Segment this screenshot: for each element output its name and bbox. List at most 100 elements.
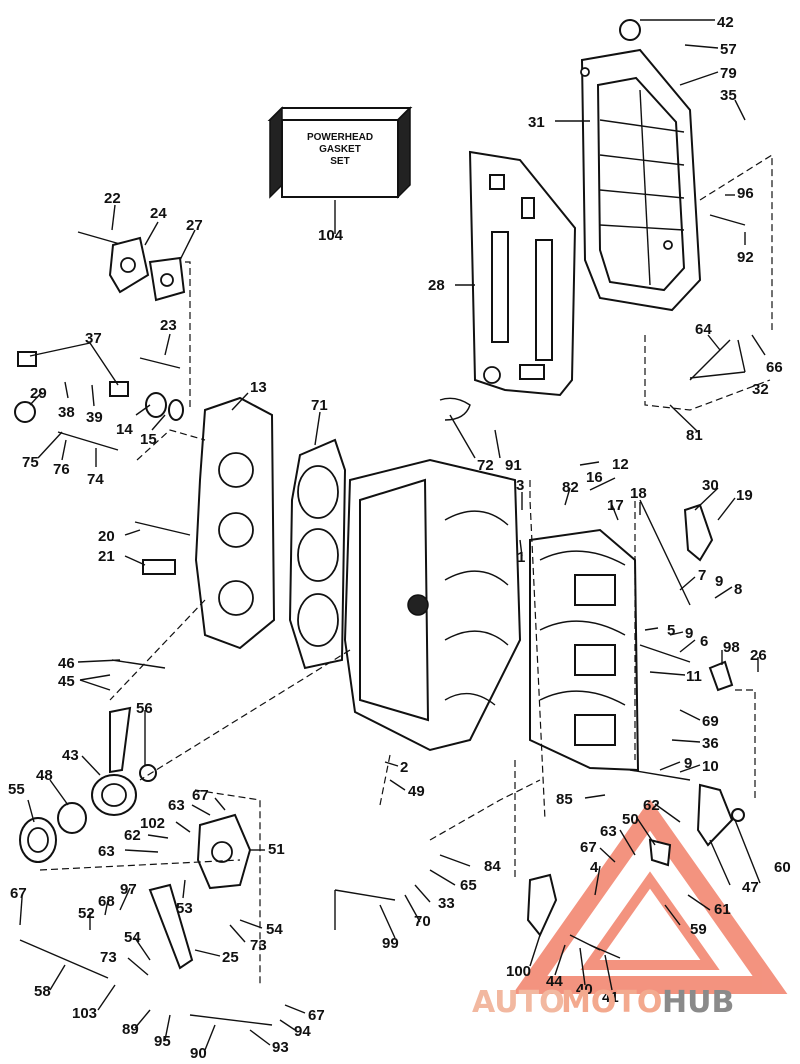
label-68: 68 xyxy=(98,893,115,910)
label-73a: 73 xyxy=(250,937,267,954)
label-67c: 67 xyxy=(10,885,27,902)
right-small-parts xyxy=(526,19,746,959)
label-84: 84 xyxy=(484,858,501,875)
label-54b: 54 xyxy=(124,929,141,946)
label-43: 43 xyxy=(62,747,79,764)
gasket-set-box: POWERHEAD GASKET SET xyxy=(267,106,413,199)
label-15: 15 xyxy=(140,431,157,448)
label-32: 32 xyxy=(752,381,769,398)
gasket-box-line3: SET xyxy=(330,156,349,167)
label-6: 6 xyxy=(700,633,708,650)
label-20: 20 xyxy=(98,528,115,545)
label-54a: 54 xyxy=(266,921,283,938)
label-39: 39 xyxy=(86,409,103,426)
label-96: 96 xyxy=(737,185,754,202)
label-11: 11 xyxy=(686,668,702,685)
leader-lines xyxy=(19,19,766,1051)
label-19: 19 xyxy=(736,487,753,504)
label-61: 61 xyxy=(714,901,731,918)
label-58: 58 xyxy=(34,983,51,1000)
label-63b: 63 xyxy=(600,823,617,840)
label-70: 70 xyxy=(414,913,431,930)
label-59: 59 xyxy=(690,921,707,938)
gasket-box-line1: POWERHEAD xyxy=(307,132,373,143)
label-49: 49 xyxy=(408,783,425,800)
label-76: 76 xyxy=(53,461,70,478)
part-labels: 42 57 79 35 31 104 96 92 22 24 27 28 23 … xyxy=(8,14,791,1062)
label-29: 29 xyxy=(30,385,47,402)
label-57: 57 xyxy=(720,41,737,58)
label-31: 31 xyxy=(528,114,545,131)
label-13: 13 xyxy=(250,379,267,396)
label-4: 4 xyxy=(590,859,599,876)
label-64: 64 xyxy=(695,321,712,338)
label-90: 90 xyxy=(190,1045,207,1062)
label-62b: 62 xyxy=(124,827,141,844)
label-66: 66 xyxy=(766,359,783,376)
label-3: 3 xyxy=(516,477,524,494)
label-71: 71 xyxy=(311,397,328,414)
throttle-cam-parts xyxy=(19,659,396,1026)
upper-left-parts xyxy=(14,231,471,575)
cylinder-block xyxy=(343,458,522,752)
label-5: 5 xyxy=(667,622,675,639)
label-16: 16 xyxy=(586,469,603,486)
label-50: 50 xyxy=(622,811,639,828)
label-73b: 73 xyxy=(100,949,117,966)
label-99: 99 xyxy=(382,935,399,952)
label-92: 92 xyxy=(737,249,754,266)
label-9a: 9 xyxy=(715,573,723,590)
label-104: 104 xyxy=(318,227,344,244)
label-102: 102 xyxy=(140,815,165,832)
cylinder-head xyxy=(194,396,276,650)
label-81: 81 xyxy=(686,427,703,444)
label-85: 85 xyxy=(556,791,573,808)
label-46: 46 xyxy=(58,655,75,672)
head-gasket xyxy=(288,438,347,670)
label-93: 93 xyxy=(272,1039,289,1056)
label-22: 22 xyxy=(104,190,121,207)
label-47: 47 xyxy=(742,879,759,896)
watermark-moto: MOTO xyxy=(561,985,662,1020)
label-63a: 63 xyxy=(168,797,185,814)
label-37: 37 xyxy=(85,330,102,347)
label-21: 21 xyxy=(98,548,115,565)
gasket-box-line2: GASKET xyxy=(319,144,361,155)
label-103: 103 xyxy=(72,1005,97,1022)
label-8: 8 xyxy=(734,581,742,598)
label-42: 42 xyxy=(717,14,734,31)
label-7: 7 xyxy=(698,567,706,584)
label-36: 36 xyxy=(702,735,719,752)
label-60: 60 xyxy=(774,859,791,876)
label-26: 26 xyxy=(750,647,767,664)
label-67a: 67 xyxy=(192,787,209,804)
watermark-hub: HUB xyxy=(662,985,734,1020)
label-25: 25 xyxy=(222,949,239,966)
label-67b: 67 xyxy=(580,839,597,856)
label-10: 10 xyxy=(702,758,719,775)
label-1: 1 xyxy=(517,549,525,566)
label-67d: 67 xyxy=(308,1007,325,1024)
exhaust-gasket xyxy=(468,150,577,397)
label-14: 14 xyxy=(116,421,133,438)
label-41: 41 xyxy=(602,989,619,1006)
label-55: 55 xyxy=(8,781,25,798)
label-18: 18 xyxy=(630,485,647,502)
label-40: 40 xyxy=(576,981,593,998)
label-12: 12 xyxy=(612,456,629,473)
label-95: 95 xyxy=(154,1033,171,1050)
label-44: 44 xyxy=(546,973,563,990)
label-38: 38 xyxy=(58,404,75,421)
label-51: 51 xyxy=(268,841,285,858)
watermark-text: AUTO MOTO HUB xyxy=(472,985,734,1020)
label-17: 17 xyxy=(607,497,624,514)
label-9c: 9 xyxy=(684,755,692,772)
label-100: 100 xyxy=(506,963,531,980)
label-74: 74 xyxy=(87,471,104,488)
label-72: 72 xyxy=(477,457,494,474)
label-23: 23 xyxy=(160,317,177,334)
label-28: 28 xyxy=(428,277,445,294)
label-48: 48 xyxy=(36,767,53,784)
label-97: 97 xyxy=(120,881,137,898)
